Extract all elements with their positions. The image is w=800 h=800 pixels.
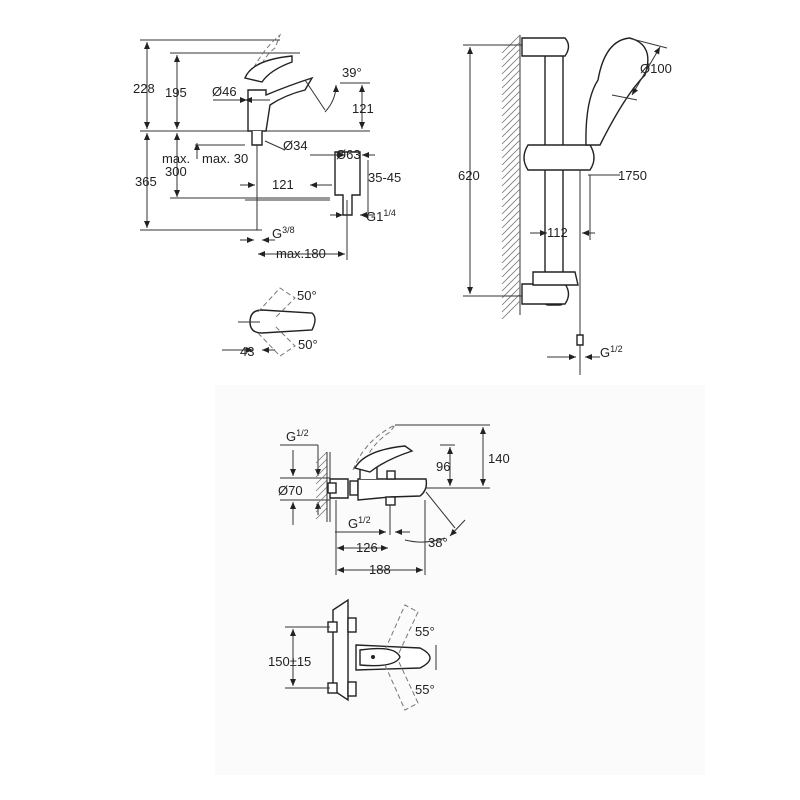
dim-below-height: 365 — [135, 174, 157, 189]
dim-supply-thread: G3/8 — [272, 225, 295, 241]
dim-rail-height: 620 — [458, 168, 480, 183]
dim-head-diameter: Ø100 — [640, 61, 672, 76]
dim-total-height: 228 — [133, 81, 155, 96]
dim-total-height: 140 — [488, 451, 510, 466]
hatch-line — [501, 146, 521, 166]
hatch-line — [501, 230, 521, 250]
hatch-line — [501, 76, 521, 96]
hatch-line — [315, 486, 328, 499]
wall-hatch — [315, 451, 328, 520]
hatch-line — [501, 202, 521, 222]
dim-offset: 112 — [547, 225, 568, 240]
top-angle-up: 50° — [297, 288, 317, 303]
bath-mixer-top-view: 55° 150±15 55° — [268, 598, 437, 711]
hatch-line — [315, 479, 328, 492]
hatch-line — [501, 188, 521, 208]
hatch-line — [501, 97, 521, 117]
hatch-line — [501, 62, 521, 82]
hatch-line — [315, 507, 328, 520]
hatch-line — [315, 465, 328, 478]
hatch-line — [501, 279, 521, 299]
dim-outlet-reach: 126 — [356, 540, 378, 555]
dim-waste-thread: G11/4 — [366, 208, 396, 224]
hatch-line — [501, 216, 521, 236]
dim-max-180: max.180 — [276, 246, 326, 261]
dim-spout-height: 195 — [165, 85, 187, 100]
hatch-line — [501, 258, 521, 278]
hatch-line — [501, 167, 521, 187]
hatch-line — [315, 472, 328, 485]
dim-waste-diameter: Ø63 — [336, 147, 361, 162]
dim-lever-height: 96 — [436, 459, 450, 474]
dim-spout-angle: 39° — [342, 65, 362, 80]
dim-flange-diameter: Ø70 — [278, 483, 303, 498]
dim-spout-angle: 38° — [428, 535, 448, 550]
hatch-line — [501, 118, 521, 138]
dim-total-reach: 188 — [369, 562, 391, 577]
dim-max-300: 300 — [165, 164, 187, 179]
hatch-line — [501, 160, 521, 180]
top-angle-down: 50° — [298, 337, 318, 352]
hatch-line — [501, 244, 521, 264]
dim-spout-clearance: 121 — [352, 101, 374, 116]
hatch-line — [501, 34, 521, 54]
panel-background — [215, 385, 705, 775]
hatch-line — [501, 300, 521, 320]
dim-inlet-thread: G1/2 — [286, 428, 309, 444]
hatch-line — [315, 500, 328, 513]
hatch-line — [501, 69, 521, 89]
hatch-line — [501, 181, 521, 201]
dim-outlet-thread: G1/2 — [348, 515, 371, 531]
hatch-line — [501, 265, 521, 285]
hatch-line — [501, 223, 521, 243]
dim-body-diameter: Ø46 — [212, 84, 237, 99]
hatch-line — [501, 90, 521, 110]
shower-rail-drawing: 620 Ø100 1750 112 G1/2 — [458, 34, 672, 375]
top-width: 43 — [240, 344, 254, 359]
hatch-line — [501, 48, 521, 68]
hatch-line — [501, 272, 521, 292]
top-angle-down: 55° — [415, 682, 435, 697]
basin-mixer-top-view: 50° 50° 43 — [222, 287, 318, 359]
hatch-line — [501, 174, 521, 194]
hatch-line — [501, 195, 521, 215]
basin-mixer-drawing: 228 195 Ø46 39° 121 Ø34 max. 300 max. 30… — [133, 33, 401, 261]
hatch-line — [501, 111, 521, 131]
dim-waste-range: 35-45 — [368, 170, 401, 185]
hatch-line — [501, 55, 521, 75]
hatch-line — [315, 451, 328, 464]
hatch-line — [501, 237, 521, 257]
hatch-line — [501, 132, 521, 152]
hatch-line — [501, 293, 521, 313]
bath-mixer-drawing: G1/2 140 96 Ø70 G1/2 126 38° 188 — [278, 424, 510, 577]
dim-pop-up-reach: 121 — [272, 177, 294, 192]
hatch-line — [501, 125, 521, 145]
top-angle-up: 55° — [415, 624, 435, 639]
hatch-line — [315, 493, 328, 506]
hatch-line — [501, 104, 521, 124]
dim-max-label: max. — [162, 151, 190, 166]
wall-hatch — [501, 34, 521, 320]
dim-hose-length: 1750 — [618, 168, 647, 183]
dim-shank-diameter: Ø34 — [283, 138, 308, 153]
dim-max-30: max. 30 — [202, 151, 248, 166]
hatch-line — [501, 251, 521, 271]
hatch-line — [501, 209, 521, 229]
dim-centers: 150±15 — [268, 654, 311, 669]
dim-thread: G1/2 — [600, 344, 623, 360]
hatch-line — [501, 83, 521, 103]
hatch-line — [501, 139, 521, 159]
hatch-line — [315, 458, 328, 471]
hatch-line — [501, 153, 521, 173]
